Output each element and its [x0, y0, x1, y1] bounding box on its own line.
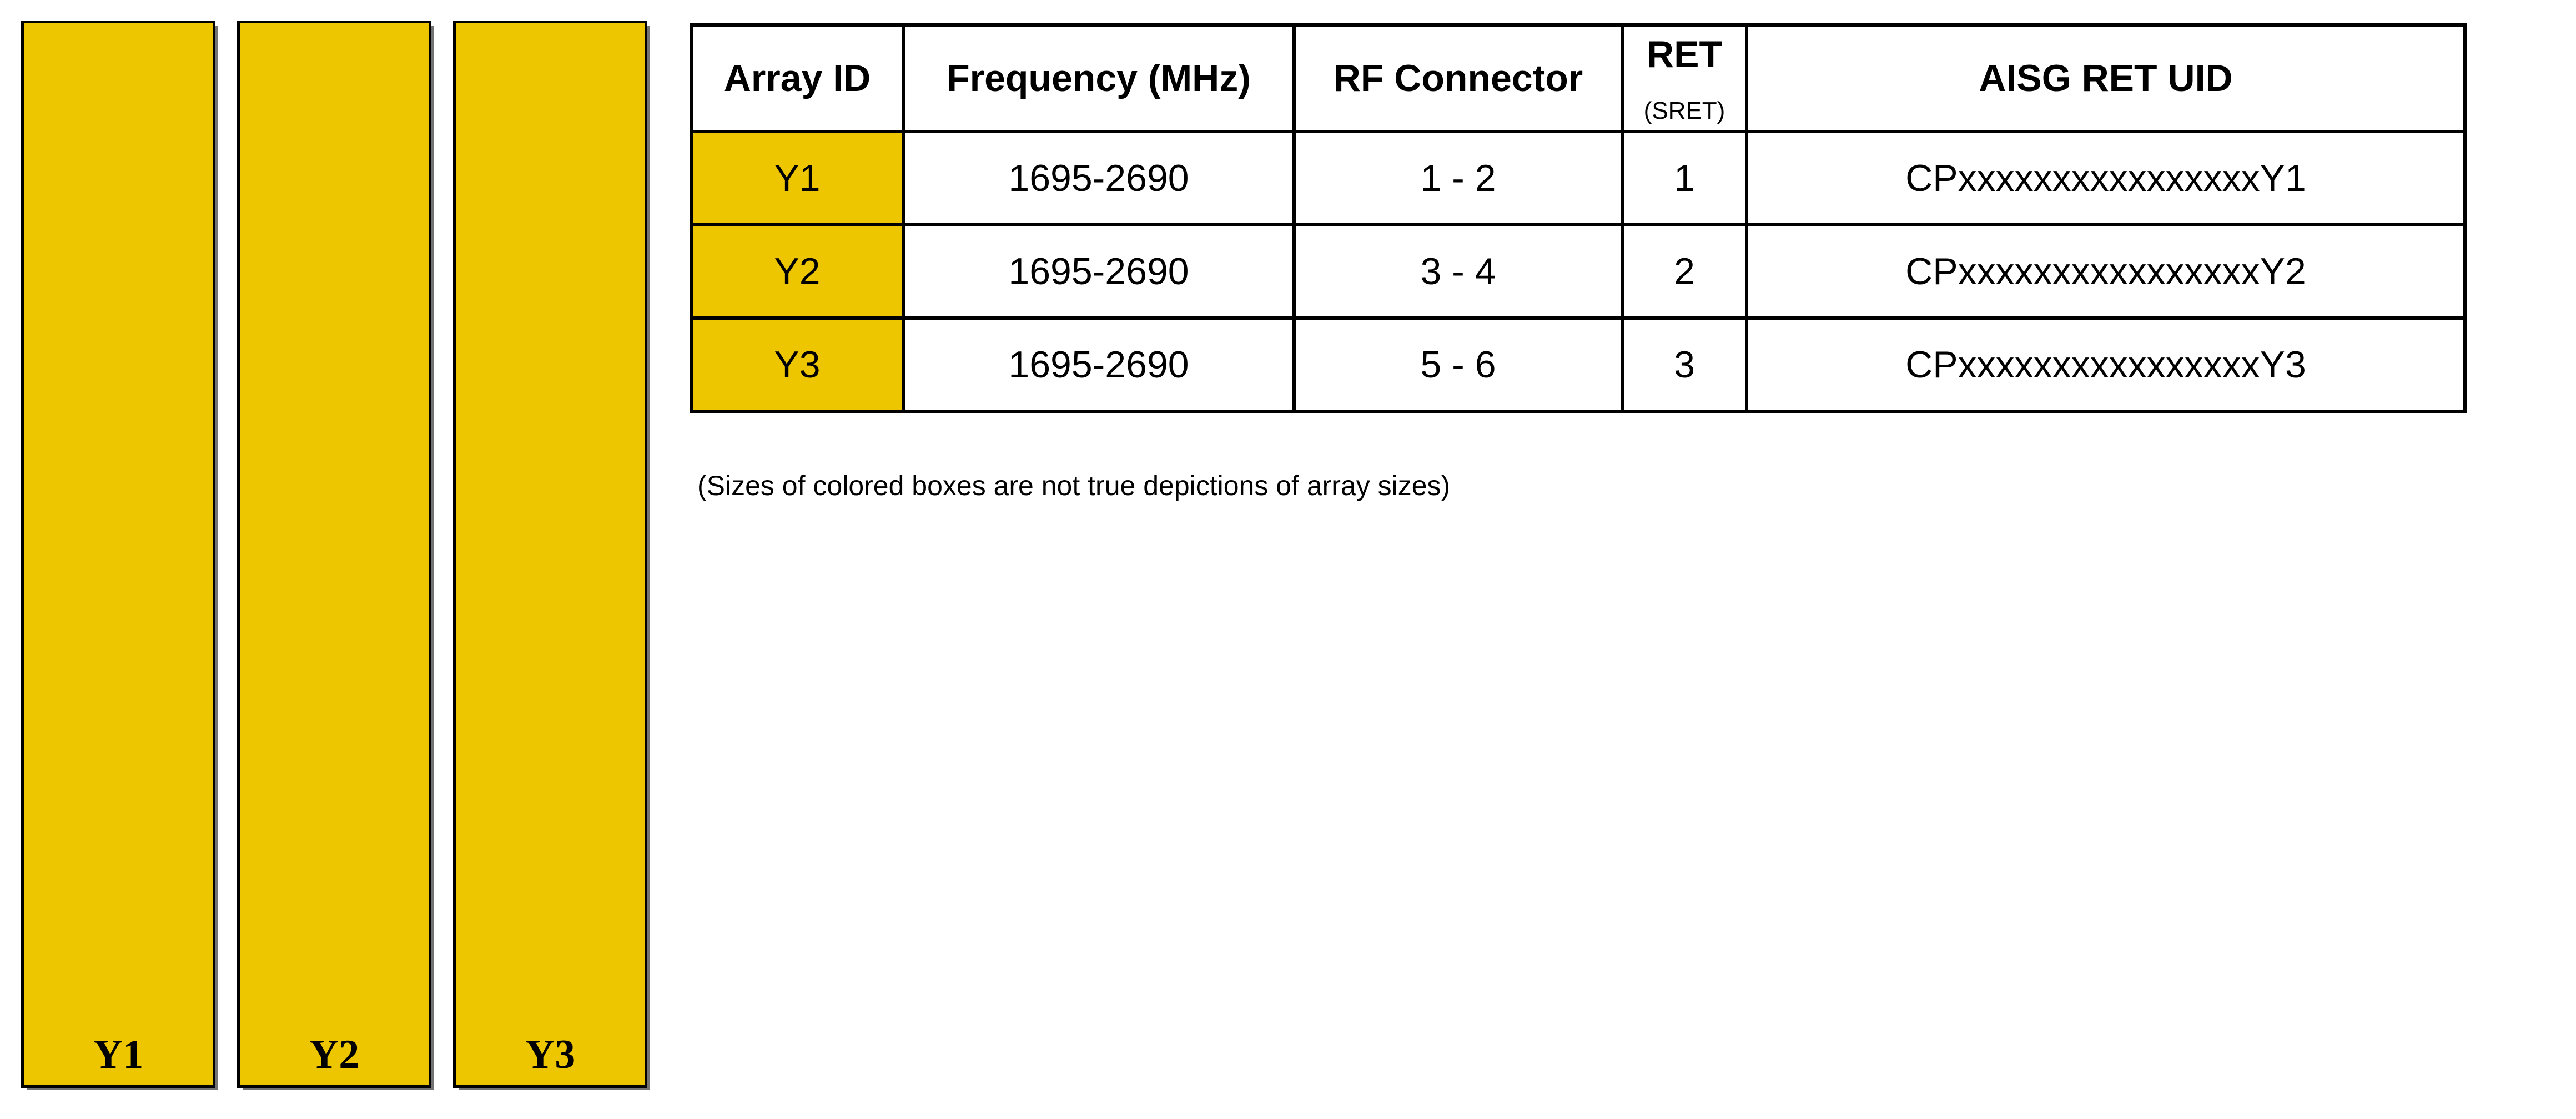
note-text: (Sizes of colored boxes are not true dep…: [697, 470, 1451, 501]
cell-aisg-ret-uid: CPxxxxxxxxxxxxxxxxY3: [1745, 316, 2467, 413]
cell-ret: 3: [1621, 316, 1748, 413]
cell-rf-connector: 5 - 6: [1292, 316, 1624, 413]
table-header-row: Array ID Frequency (MHz) RF Connector RE…: [690, 23, 2467, 133]
cell-frequency: 1695-2690: [902, 316, 1296, 413]
cell-frequency: 1695-2690: [902, 223, 1296, 320]
cell-aisg-ret-uid: CPxxxxxxxxxxxxxxxxY1: [1745, 130, 2467, 226]
cell-aisg-ret-uid: CPxxxxxxxxxxxxxxxxY2: [1745, 223, 2467, 320]
column-header-frequency: Frequency (MHz): [902, 23, 1296, 133]
column-header-array-id: Array ID: [690, 23, 905, 133]
array-bar-label: Y2: [309, 1032, 360, 1077]
cell-ret: 2: [1621, 223, 1748, 320]
array-bars-panel: Y1 Y2 Y3: [21, 21, 647, 1088]
table-row-y3: Y3 1695-2690 5 - 6 3 CPxxxxxxxxxxxxxxxxY…: [690, 316, 2467, 413]
ret-header-inner: RET (SRET): [1626, 28, 1743, 128]
array-bar-label: Y1: [93, 1032, 144, 1077]
cell-rf-connector: 3 - 4: [1292, 223, 1624, 320]
table-body: Y1 1695-2690 1 - 2 1 CPxxxxxxxxxxxxxxxxY…: [690, 130, 2467, 413]
column-header-ret: RET (SRET): [1621, 23, 1748, 133]
array-bar-y3: Y3: [453, 21, 647, 1088]
table-row-y2: Y2 1695-2690 3 - 4 2 CPxxxxxxxxxxxxxxxxY…: [690, 223, 2467, 320]
cell-rf-connector: 1 - 2: [1292, 130, 1624, 226]
cell-array-id: Y3: [690, 316, 905, 413]
table-row-y1: Y1 1695-2690 1 - 2 1 CPxxxxxxxxxxxxxxxxY…: [690, 130, 2467, 226]
table-header: Array ID Frequency (MHz) RF Connector RE…: [690, 23, 2467, 133]
cell-frequency: 1695-2690: [902, 130, 1296, 226]
cell-array-id: Y2: [690, 223, 905, 320]
cell-ret: 1: [1621, 130, 1748, 226]
column-header-rf-connector: RF Connector: [1292, 23, 1624, 133]
array-bar-label: Y3: [525, 1032, 576, 1077]
array-bar-y1: Y1: [21, 21, 215, 1088]
column-header-aisg-ret-uid: AISG RET UID: [1745, 23, 2467, 133]
ret-header-main: RET: [1647, 33, 1722, 75]
array-spec-table: Array ID Frequency (MHz) RF Connector RE…: [690, 23, 2467, 413]
array-bar-y2: Y2: [237, 21, 431, 1088]
cell-array-id: Y1: [690, 130, 905, 226]
ret-header-sub: (SRET): [1643, 97, 1725, 124]
